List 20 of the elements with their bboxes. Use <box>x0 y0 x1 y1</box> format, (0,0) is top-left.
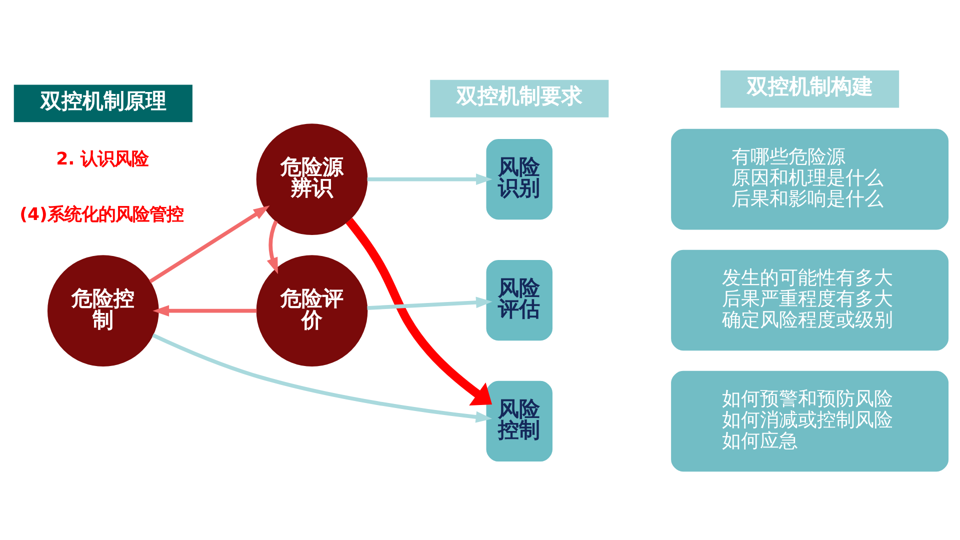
arrow <box>367 173 492 185</box>
node-box: 双控机制要求 <box>429 78 610 118</box>
arrow <box>346 217 492 406</box>
arrow <box>367 296 492 310</box>
node-box: 有哪些危险源 原因和机理是什么 后果和影响是什么 <box>671 128 949 230</box>
label: (4)系统化的风险管控 <box>20 204 184 224</box>
arrow <box>152 332 492 422</box>
node-box: 风险评估 <box>486 259 552 340</box>
node-box: 双控机制构建 <box>720 68 900 108</box>
node-box: 发生的可能性有多大 后果严重程度有多大 确定风险程度或级别 <box>671 249 949 350</box>
node-box: 如何预警和预防风险 如何消减或控制风险 如何应急 <box>671 370 949 472</box>
node-box: 双控机制原理 <box>12 83 194 123</box>
node-circle: 危险源辨识 <box>256 123 368 234</box>
label: 2. 认识风险 <box>56 148 149 169</box>
arrow <box>152 304 257 316</box>
node-box: 风险识别 <box>486 138 552 220</box>
node-box: 风险控制 <box>486 380 552 462</box>
arrow <box>266 220 278 274</box>
arrow <box>149 205 270 283</box>
node-circle: 危险控制 <box>47 254 159 366</box>
